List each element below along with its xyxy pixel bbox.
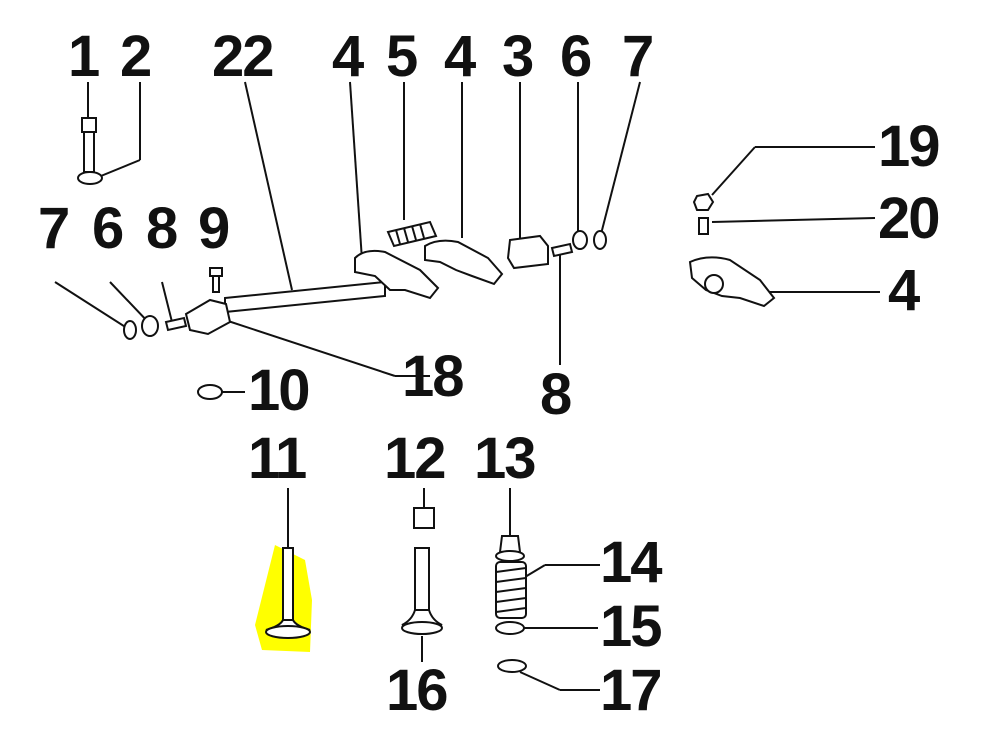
label-22: 22 [212,24,274,89]
part-7-clip-left [123,320,137,340]
leader-7 [599,81,641,239]
leader-7l [54,281,131,331]
part-14-valve-spring [495,561,527,619]
leader-8l [161,281,173,323]
leader-17 [519,671,561,691]
label-9: 9 [198,196,230,261]
part-22-rocker-shaft [224,280,386,314]
label-17: 17 [600,658,662,723]
label-19: 19 [878,114,940,179]
label-11: 11 [248,426,307,491]
part-8-spring-mid [550,242,574,258]
part-4-right-bore [704,274,724,294]
part-12-valve-collets [413,507,435,529]
part-6-washer-right [572,230,588,250]
part-20-adjuster-screw [698,217,709,235]
part-5-spring [386,220,438,248]
label-6-top: 6 [560,24,592,89]
part-4-rocker-arm-b [424,239,504,286]
part-17-valve-seal [497,659,527,673]
label-16: 16 [386,658,448,723]
part-8-spring-left [164,316,188,332]
part-1-bolt [81,117,97,173]
label-7-top: 7 [622,24,654,89]
label-2: 2 [120,24,152,89]
label-4-top-a: 4 [332,24,364,89]
label-6-left: 6 [92,196,124,261]
label-1: 1 [68,24,100,89]
part-9-screw [209,267,223,293]
part-3-support-bracket [506,234,549,270]
label-7-left: 7 [38,196,70,261]
leader-18 [224,319,396,377]
leader-20 [711,217,876,223]
label-13: 13 [474,426,536,491]
part-18-end-bracket [184,298,232,336]
leader-22 [244,81,293,291]
part-6-washer-left [141,315,159,337]
label-20: 20 [878,186,940,251]
label-18: 18 [402,344,464,409]
leader-2b [95,159,141,179]
part-16-valve [401,547,443,635]
label-10: 10 [248,358,310,423]
part-10-washer [197,384,223,400]
part-4-rocker-arm-a [354,249,440,300]
label-12: 12 [384,426,446,491]
label-5: 5 [386,24,418,89]
part-15-spring-seat [495,621,525,635]
label-3: 3 [502,24,534,89]
label-8-mid: 8 [540,362,572,427]
part-4-rocker-arm-right [688,256,776,308]
label-4-right: 4 [888,258,920,323]
part-11-valve [265,547,311,639]
leader-4a [349,81,363,261]
part-2-washer [77,171,103,185]
label-15: 15 [600,594,662,659]
part-19-nut [692,192,715,211]
label-14: 14 [600,530,662,595]
part-7-clip-right [593,230,607,250]
part-13-spring-retainer [498,535,522,553]
leader-19 [711,146,756,196]
label-4-top-b: 4 [444,24,476,89]
part-13-retainer-base [495,550,525,562]
label-8-left: 8 [146,196,178,261]
leader-6l [109,281,151,325]
